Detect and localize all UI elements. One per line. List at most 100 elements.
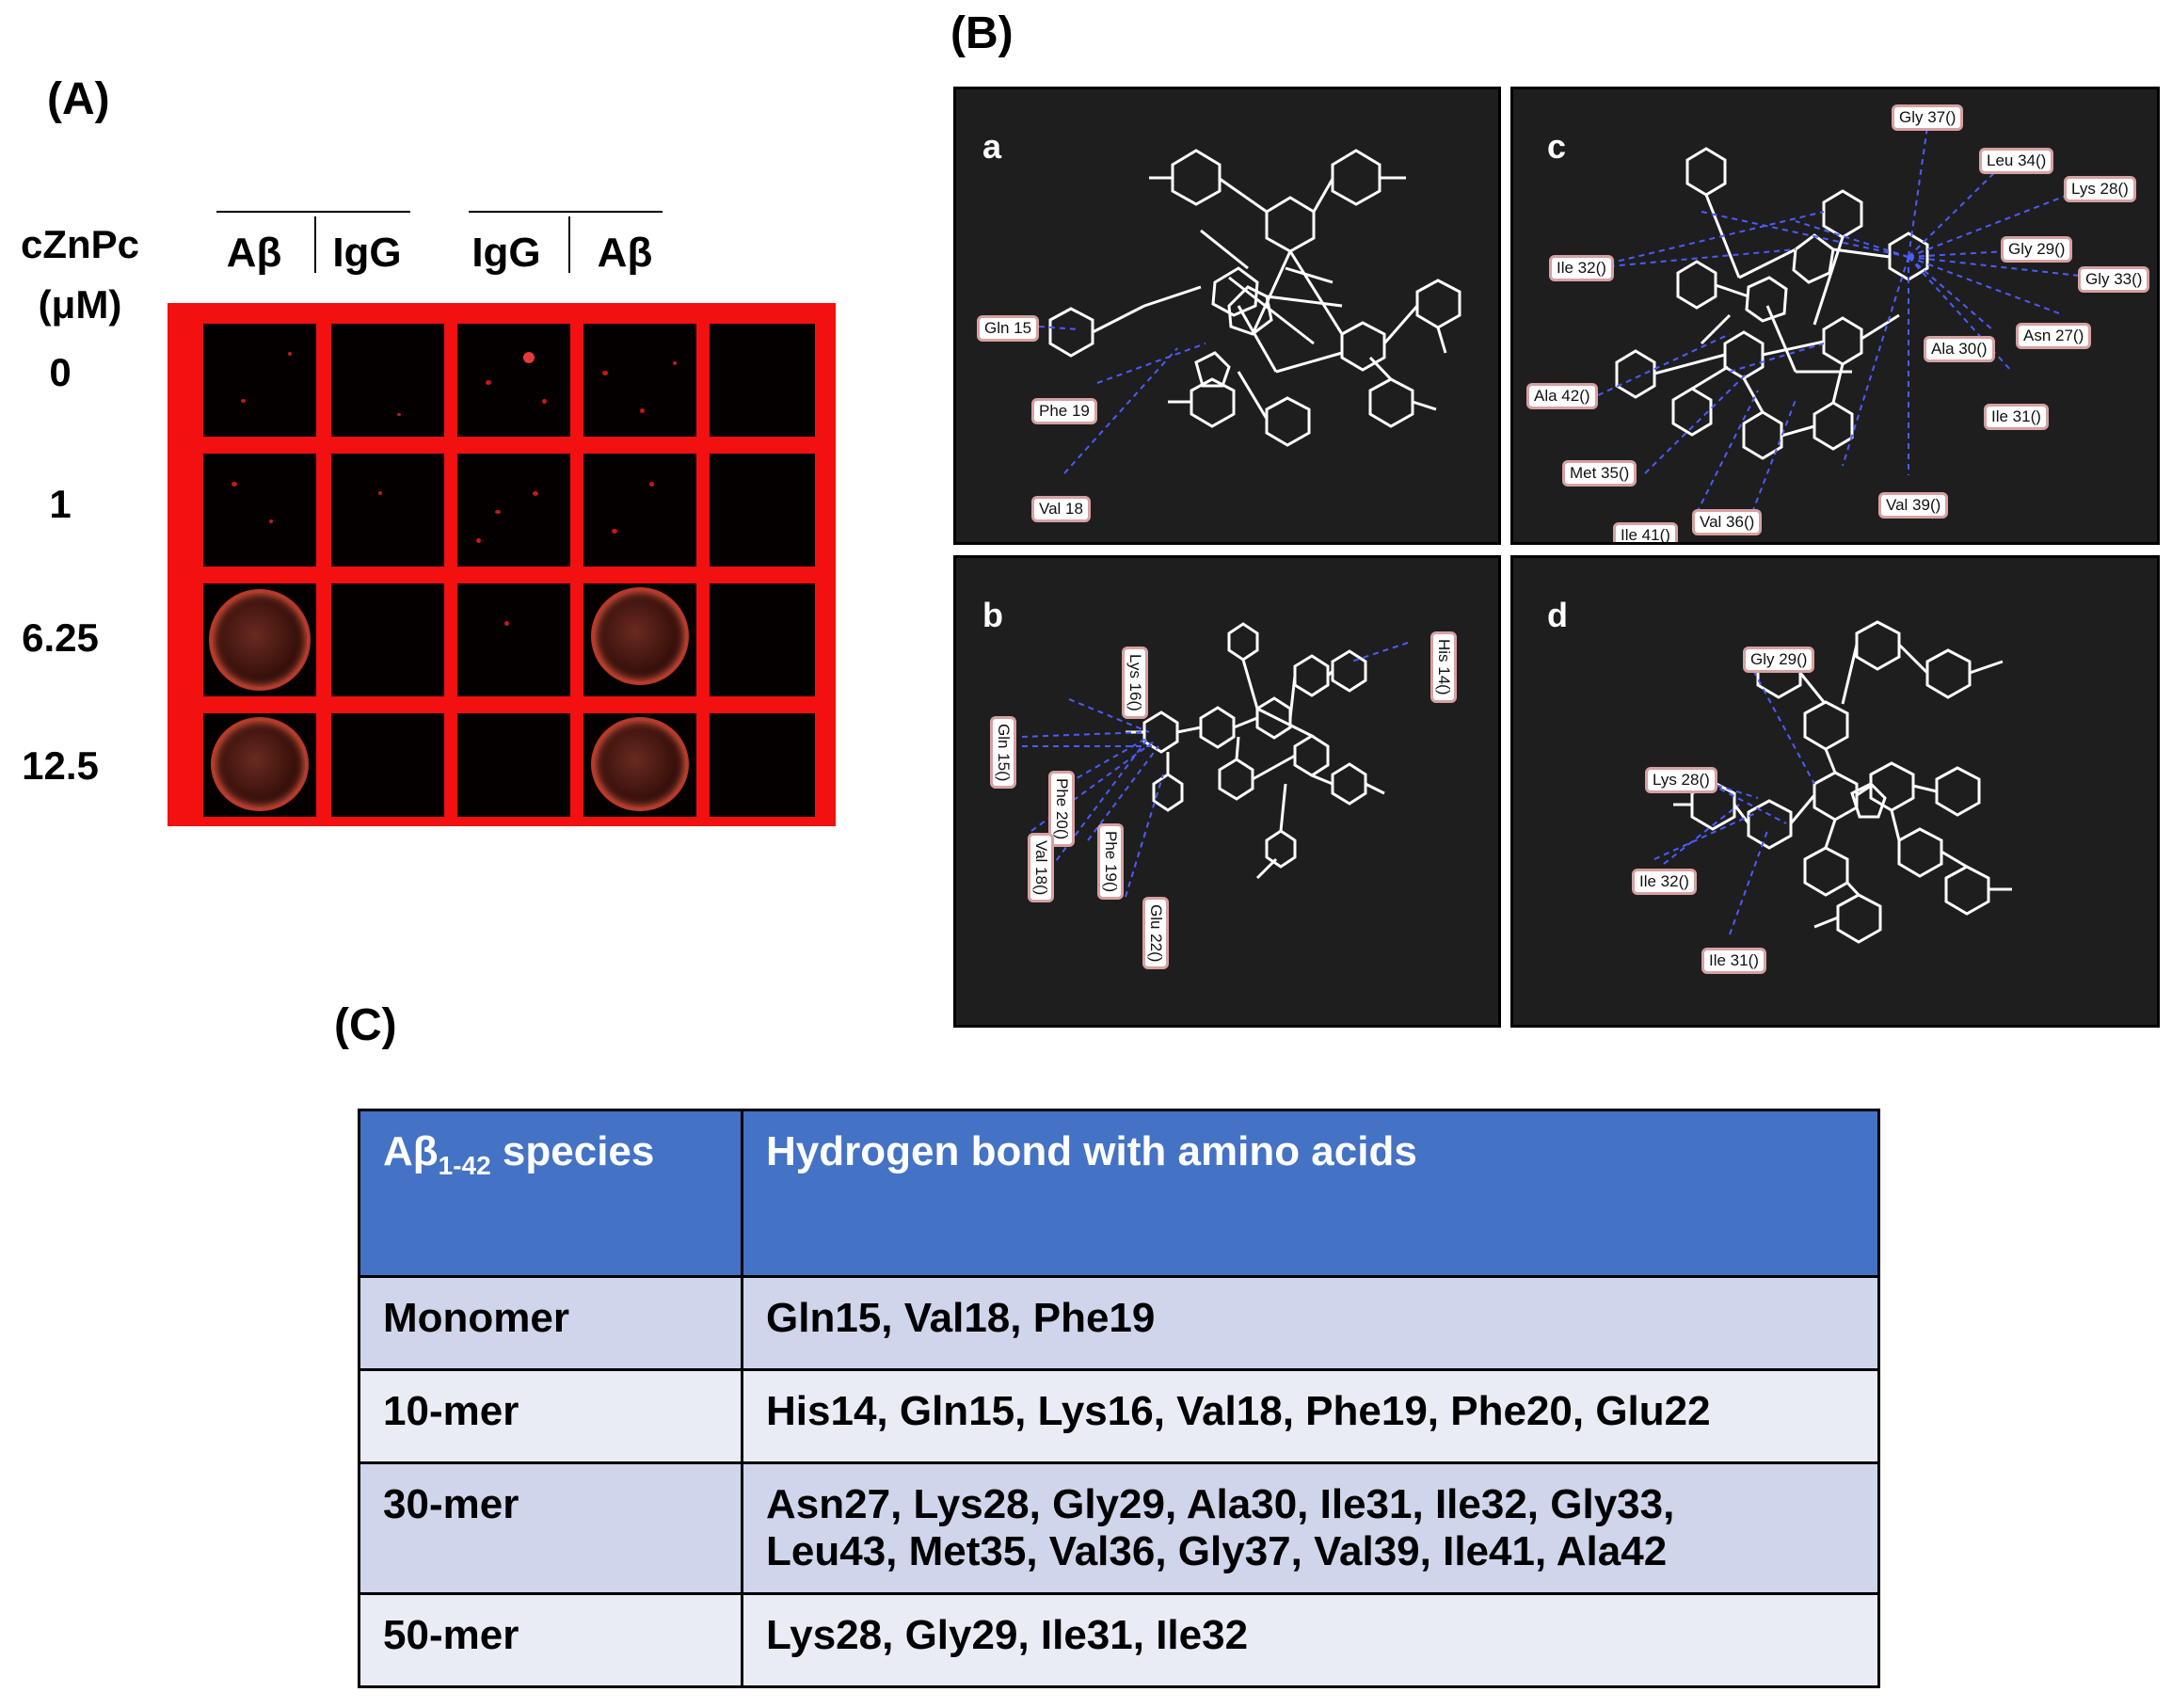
header-species: Aβ1-42 species xyxy=(358,1109,743,1278)
panel-c-label: (C) xyxy=(334,1000,397,1050)
residue-tag: Gly 33() xyxy=(2078,266,2150,293)
residue-tag: Lys 28() xyxy=(1645,767,1717,793)
table-row: 30-mer Asn27, Lys28, Gly29, Ala30, Ile31… xyxy=(358,1461,1880,1595)
molecule-structure xyxy=(1021,622,1409,898)
group-2-rule xyxy=(469,211,663,213)
concentration-row-2: 6.25 xyxy=(22,615,99,660)
residue-tag: Asn 27() xyxy=(2016,323,2092,349)
table-row: Monomer Gln15, Val18, Phe19 xyxy=(358,1275,1880,1371)
well xyxy=(710,454,815,567)
residue-tag: Ala 42() xyxy=(1526,383,1598,409)
header-species-suffix: species xyxy=(490,1128,655,1174)
species-cell: 50-mer xyxy=(358,1592,743,1688)
panel-a-label: (A) xyxy=(47,74,110,124)
docking-panel-b: b Lys 16() Gln 15() Phe 20() Val 18() Ph… xyxy=(953,555,1501,1028)
residue-tag: Val 36() xyxy=(1692,509,1763,535)
residue-tag: Ile 31() xyxy=(1701,948,1766,974)
subpanel-label-d: d xyxy=(1547,596,1568,634)
well xyxy=(331,454,444,567)
concentration-row-0: 0 xyxy=(49,350,72,394)
concentration-header-line2: (μM) xyxy=(38,282,122,327)
group-1-divider xyxy=(314,216,316,273)
well xyxy=(203,583,316,696)
well xyxy=(457,713,570,817)
residue-tag: Glu 22() xyxy=(1142,897,1169,970)
residue-tag: His 14() xyxy=(1430,631,1457,703)
bonds-cell: Gln15, Val18, Phe19 xyxy=(741,1275,1880,1371)
well xyxy=(710,583,815,696)
concentration-row-3: 12.5 xyxy=(22,743,99,788)
bonds-line: Asn27, Lys28, Gly29, Ala30, Ile31, Ile32… xyxy=(766,1481,1675,1527)
header-bonds: Hydrogen bond with amino acids xyxy=(741,1109,1880,1278)
residue-tag: Ala 30() xyxy=(1924,336,1995,362)
subpanel-label-b: b xyxy=(982,596,1003,634)
well xyxy=(457,583,570,696)
concentration-header: cZnPc (μM) xyxy=(0,215,160,335)
well xyxy=(583,454,696,567)
molecule-structure xyxy=(1588,126,2098,523)
subpanel-label-a: a xyxy=(982,127,1002,166)
aggregate-pellet xyxy=(209,589,311,691)
residue-tag: Val 18() xyxy=(1028,833,1054,903)
docking-panel-a: a Gln 15 Phe 19 Val 18 xyxy=(953,87,1501,545)
table-row: 10-mer His14, Gln15, Lys16, Val18, Phe19… xyxy=(358,1368,1880,1464)
residue-tag: Ile 32() xyxy=(1632,869,1697,895)
docking-panel-d: d Gly 29() Lys 28() Ile 32() Ile 31() xyxy=(1510,555,2160,1028)
concentration-header-line1: cZnPc xyxy=(20,222,140,266)
well xyxy=(583,324,696,437)
well xyxy=(203,324,316,437)
hydrogen-bond-table: Aβ1-42 species Hydrogen bond with amino … xyxy=(358,1109,1880,1688)
well xyxy=(203,713,316,817)
well xyxy=(583,713,696,817)
residue-tag: Gly 29() xyxy=(2001,236,2073,263)
residue-tag: Leu 34() xyxy=(1979,148,2054,174)
molecule-structure xyxy=(1653,620,2012,944)
residue-tag: Ile 41() xyxy=(1613,522,1678,542)
well xyxy=(331,583,444,696)
well xyxy=(583,583,696,696)
column-label-abeta-2: Aβ xyxy=(597,230,653,276)
species-cell: Monomer xyxy=(358,1275,743,1371)
species-cell: 30-mer xyxy=(358,1461,743,1595)
table-row: 50-mer Lys28, Gly29, Ile31, Ile32 xyxy=(358,1592,1880,1688)
bonds-cell: His14, Gln15, Lys16, Val18, Phe19, Phe20… xyxy=(741,1368,1880,1464)
residue-tag: Gln 15() xyxy=(990,716,1016,790)
residue-tag: Gly 37() xyxy=(1892,104,1964,131)
well xyxy=(331,713,444,817)
residue-tag: Gly 29() xyxy=(1743,646,1815,673)
concentration-row-1: 1 xyxy=(49,482,72,526)
panel-b-label: (B) xyxy=(950,8,1014,58)
residue-tag: Lys 16() xyxy=(1122,646,1148,719)
bonds-line: Leu43, Met35, Val36, Gly37, Val39, Ile41… xyxy=(766,1528,1668,1574)
residue-tag: Lys 28() xyxy=(2064,176,2136,202)
column-label-igg-2: IgG xyxy=(471,230,541,276)
bonds-cell: Asn27, Lys28, Gly29, Ala30, Ile31, Ile32… xyxy=(741,1461,1880,1595)
molecule-structure xyxy=(1038,149,1461,474)
residue-tag: Gln 15 xyxy=(977,315,1040,342)
group-1-rule xyxy=(216,211,410,213)
column-label-igg-1: IgG xyxy=(332,230,402,276)
column-label-abeta-1: Aβ xyxy=(226,230,282,276)
residue-tag: Val 18 xyxy=(1031,496,1091,522)
table-header-row: Aβ1-42 species Hydrogen bond with amino … xyxy=(358,1109,1880,1278)
residue-tag: Ile 31() xyxy=(1984,404,2049,430)
residue-tag: Met 35() xyxy=(1562,460,1637,487)
header-species-subscript: 1-42 xyxy=(438,1150,491,1180)
well xyxy=(457,454,570,567)
subpanel-label-c: c xyxy=(1547,127,1567,166)
well xyxy=(710,713,815,817)
residue-tag: Phe 19() xyxy=(1097,823,1124,901)
header-species-prefix: Aβ xyxy=(383,1128,439,1174)
aggregate-pellet xyxy=(211,717,309,811)
group-2-divider xyxy=(568,216,570,273)
well xyxy=(331,324,444,437)
well xyxy=(203,454,316,567)
species-cell: 10-mer xyxy=(358,1368,743,1464)
well-plate-image xyxy=(168,303,836,826)
bonds-cell: Lys28, Gly29, Ile31, Ile32 xyxy=(741,1592,1880,1688)
well xyxy=(710,324,815,437)
residue-tag: Val 39() xyxy=(1878,492,1949,519)
residue-tag: Phe 19 xyxy=(1031,398,1097,424)
docking-panel-c: c Lys 16() Gly 37() Leu 34() Lys 28() Il… xyxy=(1510,87,2160,545)
aggregate-pellet xyxy=(591,587,689,685)
